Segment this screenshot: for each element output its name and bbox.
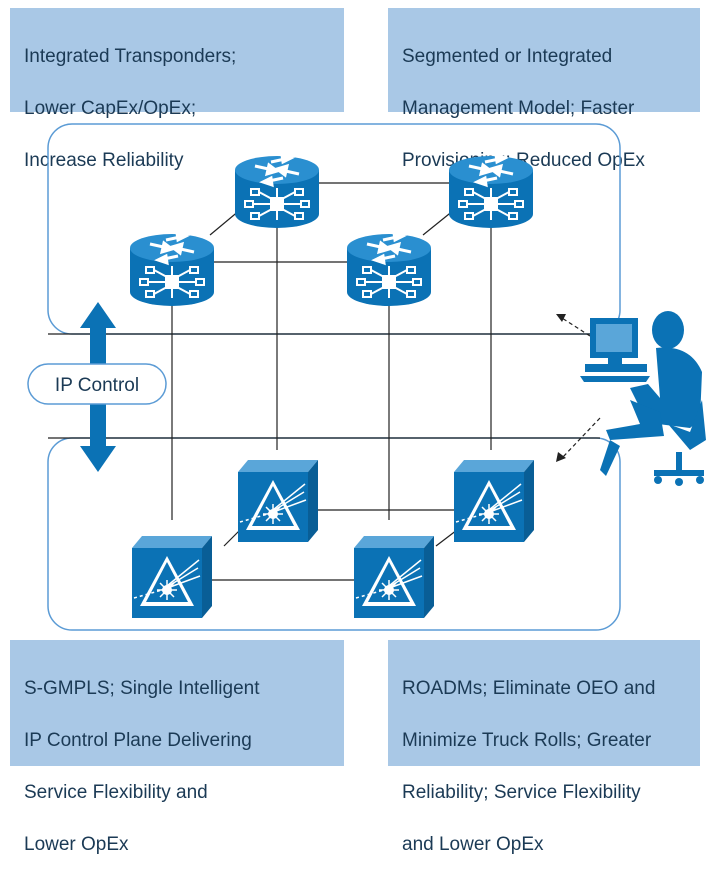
callout-line: and Lower OpEx xyxy=(402,834,544,855)
callout-line: IP Control Plane Delivering xyxy=(24,730,252,751)
callout-line: Lower OpEx xyxy=(24,834,129,855)
callout-line: Service Flexibility and xyxy=(24,782,208,803)
router-icon xyxy=(447,153,535,230)
management-arrows xyxy=(561,317,601,459)
callout-line: Lower CapEx/OpEx; xyxy=(24,98,197,119)
callout-line: ROADMs; Eliminate OEO and xyxy=(402,678,656,699)
callout-line: Minimize Truck Rolls; Greater xyxy=(402,730,652,751)
callout-line: Increase Reliability xyxy=(24,150,184,171)
router-icon xyxy=(128,231,216,308)
optical-switch-icon xyxy=(237,459,319,543)
callout-line: Integrated Transponders; xyxy=(24,46,237,67)
router-icon xyxy=(233,153,321,230)
router-icon xyxy=(345,231,433,308)
callout-line: S-GMPLS; Single Intelligent xyxy=(24,678,260,699)
optical-switch-icon xyxy=(453,459,535,543)
arrowhead-icon xyxy=(556,314,566,322)
callout-line: Management Model; Faster xyxy=(402,98,635,119)
arrowhead-icon xyxy=(556,452,566,462)
operator-workstation-icon xyxy=(580,311,706,486)
ip-layer-panel xyxy=(47,123,621,335)
optical-switch-icon xyxy=(131,535,213,619)
optical-switch-icon xyxy=(353,535,435,619)
network-diagram: IP Control xyxy=(27,123,706,631)
ip-control-pill xyxy=(27,363,167,405)
callout-line: Segmented or Integrated xyxy=(402,46,613,67)
callout-integrated-transponders: Integrated Transponders; Lower CapEx/OpE… xyxy=(10,8,344,171)
callout-line: Reliability; Service Flexibility xyxy=(402,782,641,803)
ip-control-label: IP Control xyxy=(55,375,139,396)
callout-management-model: Segmented or Integrated Management Model… xyxy=(388,8,700,171)
